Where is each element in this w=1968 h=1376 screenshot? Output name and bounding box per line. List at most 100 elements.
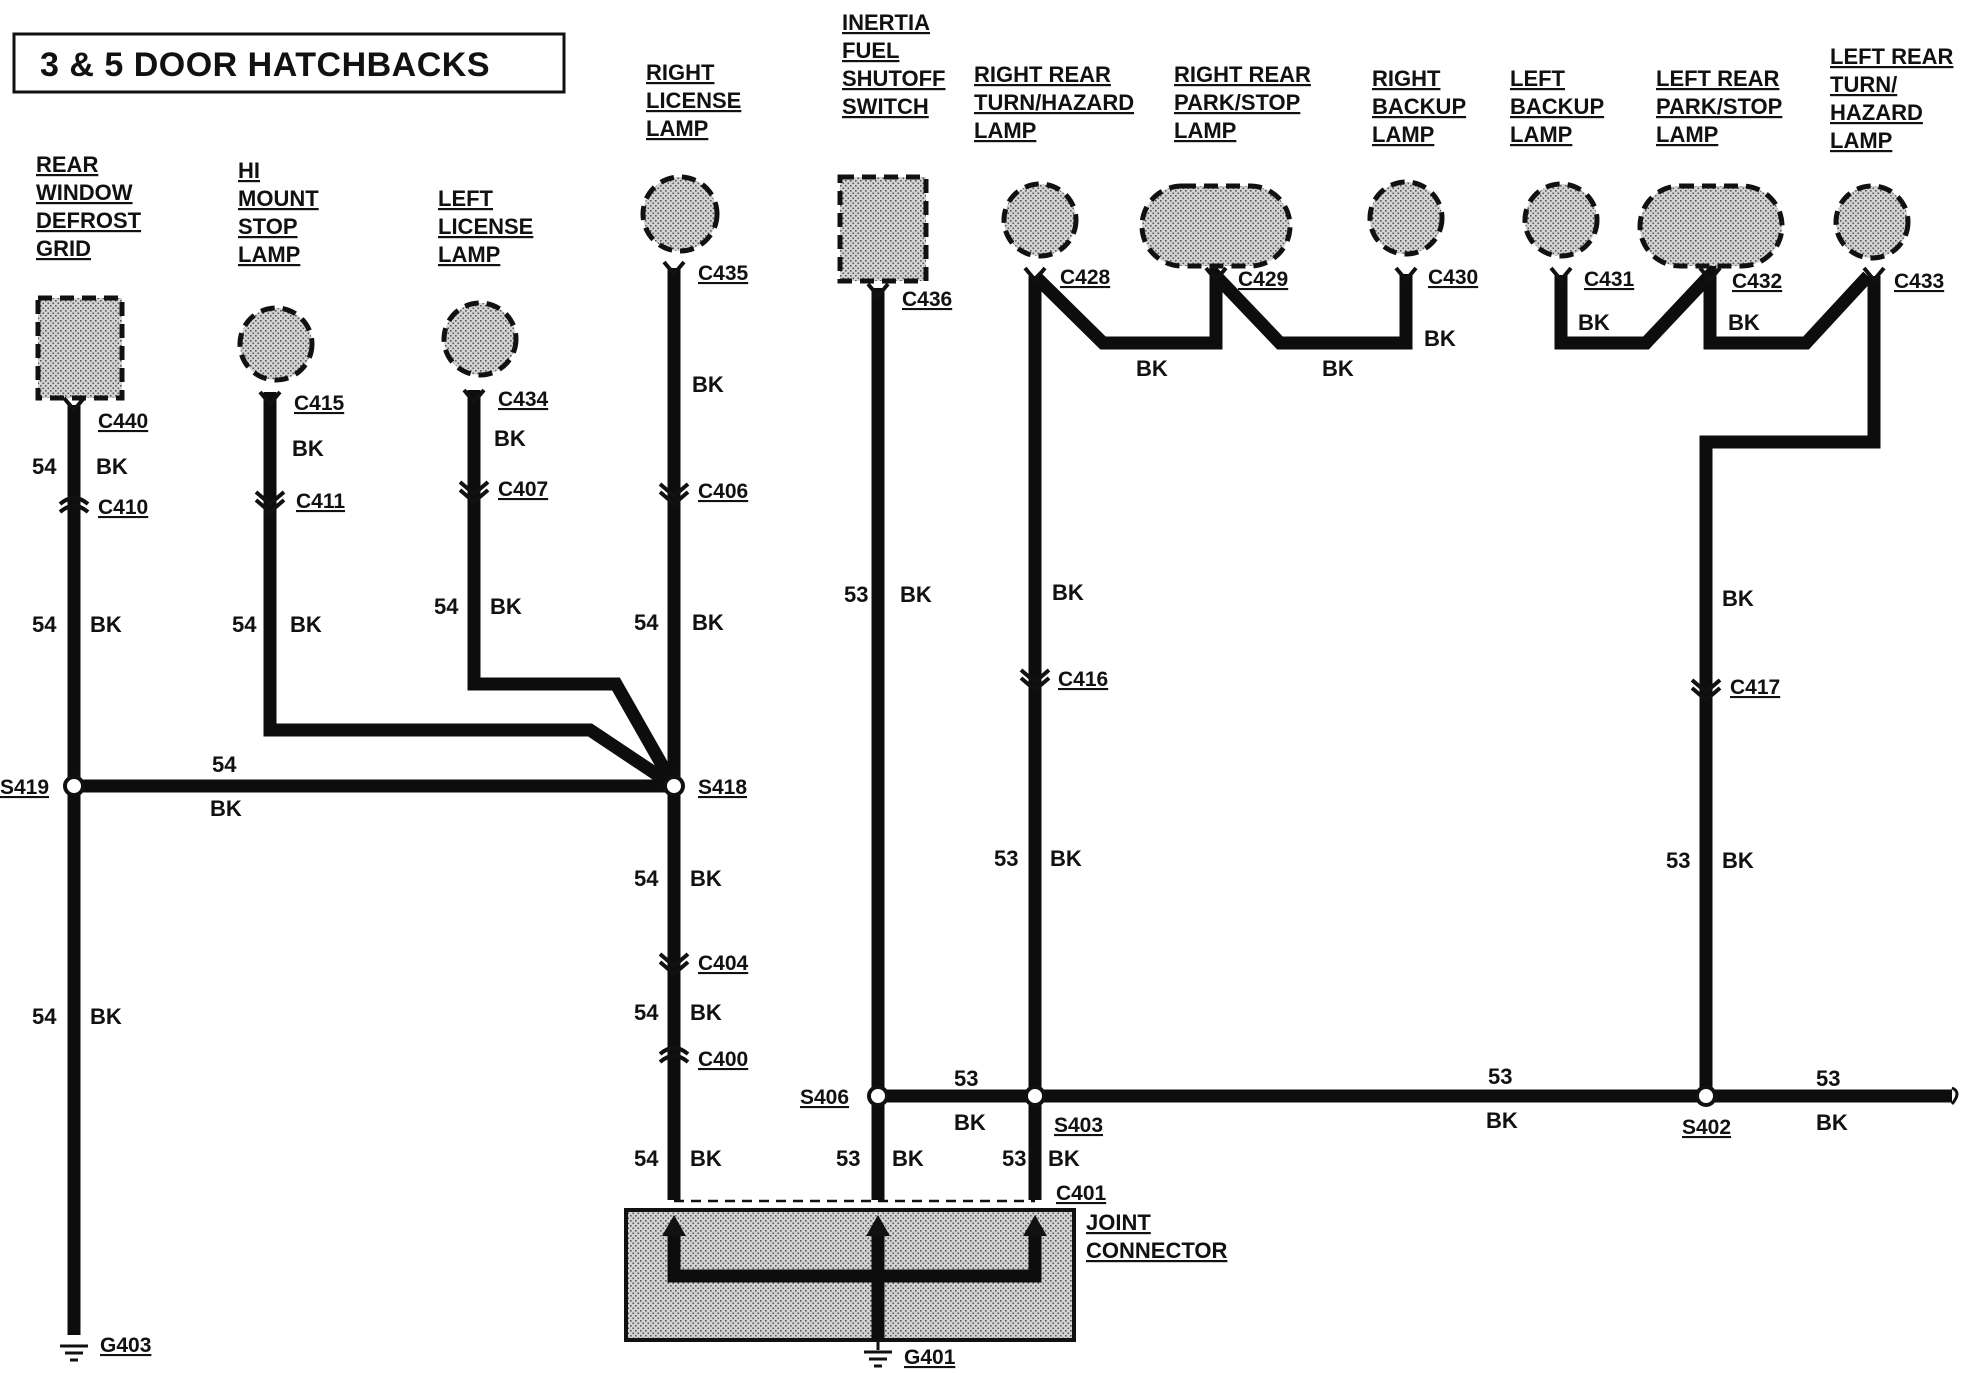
splice-labels: S419 S418 S406 S403 S402 G403 G401 xyxy=(0,776,1731,1369)
right-backup-lamp-component xyxy=(1367,179,1445,257)
wires xyxy=(67,258,1952,1335)
label-right-license-lamp-line3: LAMP xyxy=(646,116,708,141)
wire-color-label: BK xyxy=(1322,356,1354,381)
label-left-rear-park-stop-lamp-line3: LAMP xyxy=(1656,122,1718,147)
wire-left-rear-branch xyxy=(1554,258,1873,350)
title-box: 3 & 5 DOOR HATCHBACKS xyxy=(12,32,566,94)
wire-circuit-label: 53 xyxy=(1816,1066,1840,1091)
connector-c416: C416 xyxy=(1058,668,1108,691)
wire-circuit-label: 54 xyxy=(634,610,659,635)
wire-color-label: BK xyxy=(210,796,242,821)
splice-label-s419: S419 xyxy=(0,776,49,799)
right-license-lamp-component xyxy=(640,174,720,254)
wire-circuit-label: 54 xyxy=(32,1004,57,1029)
connector-c432: C432 xyxy=(1732,270,1782,293)
label-left-backup-lamp-line2: BACKUP xyxy=(1510,94,1604,119)
left-backup-lamp-component xyxy=(1522,181,1600,259)
label-right-rear-turn-lamp-line2: TURN/HAZARD xyxy=(974,90,1134,115)
inertia-switch-component xyxy=(837,174,929,284)
wire-color-label: BK xyxy=(494,426,526,451)
label-left-rear-park-stop-lamp-line1: LEFT REAR xyxy=(1656,66,1780,91)
wire-color-label: BK xyxy=(1816,1110,1848,1135)
label-left-license-lamp-line2: LICENSE xyxy=(438,214,533,239)
connector-c407: C407 xyxy=(498,478,548,501)
wire-color-label: BK xyxy=(892,1146,924,1171)
connector-c430: C430 xyxy=(1428,266,1478,289)
label-hi-mount-stop-lamp-line4: LAMP xyxy=(238,242,300,267)
label-left-backup-lamp-line1: LEFT xyxy=(1510,66,1566,91)
wire-color-label: BK xyxy=(1052,580,1084,605)
splice-s406-dot xyxy=(867,1085,889,1107)
label-left-rear-park-stop-lamp-line2: PARK/STOP xyxy=(1656,94,1782,119)
wire-circuit-label: 53 xyxy=(1002,1146,1026,1171)
ground-symbols xyxy=(60,1340,892,1368)
wire-color-label: BK xyxy=(1722,848,1754,873)
label-inertia-switch-line4: SWITCH xyxy=(842,94,929,119)
connector-c404: C404 xyxy=(698,952,749,975)
label-right-backup-lamp-line2: BACKUP xyxy=(1372,94,1466,119)
wire-right-rear-branch xyxy=(1030,259,1413,350)
label-left-license-lamp-line1: LEFT xyxy=(438,186,494,211)
label-right-rear-turn-lamp-line1: RIGHT REAR xyxy=(974,62,1111,87)
wire-circuit-label: 53 xyxy=(954,1066,978,1091)
wire-circuit-label: 54 xyxy=(634,1000,659,1025)
connector-c440: C440 xyxy=(98,410,148,433)
wire-color-label: BK xyxy=(1722,586,1754,611)
wire-color-label: BK xyxy=(692,610,724,635)
label-right-license-lamp-line1: RIGHT xyxy=(646,60,715,85)
wire-color-label: BK xyxy=(96,454,128,479)
connector-c428: C428 xyxy=(1060,266,1111,289)
label-left-rear-turn-lamp-line4: LAMP xyxy=(1830,128,1892,153)
splice-label-s402: S402 xyxy=(1682,1116,1731,1139)
connector-c406: C406 xyxy=(698,480,748,503)
label-joint-connector-line2: CONNECTOR xyxy=(1086,1238,1227,1263)
wire-labels: 54 BK 54 BK 54 BK 54 BK BK 54 BK BK 54 B… xyxy=(32,310,1848,1171)
label-right-rear-turn-lamp-line3: LAMP xyxy=(974,118,1036,143)
label-inertia-switch-line2: FUEL xyxy=(842,38,899,63)
wire-color-label: BK xyxy=(1486,1108,1518,1133)
wire-color-label: BK xyxy=(490,594,522,619)
splice-s418-dot xyxy=(663,775,685,797)
wire-color-label: BK xyxy=(1136,356,1168,381)
hi-mount-stop-lamp-component xyxy=(237,305,315,383)
wire-circuit-label: 53 xyxy=(994,846,1018,871)
wire-color-label: BK xyxy=(1048,1146,1080,1171)
connector-c401: C401 xyxy=(1056,1182,1107,1205)
connector-labels: C440 C410 C415 C411 C434 C407 C435 C406 … xyxy=(98,262,1944,1205)
wire-circuit-label: 54 xyxy=(232,612,257,637)
wire-color-label: BK xyxy=(1728,310,1760,335)
wire-color-label: BK xyxy=(1050,846,1082,871)
splice-label-s403: S403 xyxy=(1054,1114,1103,1137)
wire-circuit-label: 53 xyxy=(1488,1064,1512,1089)
wire-circuit-label: 54 xyxy=(634,866,659,891)
wire-circuit-label: 53 xyxy=(836,1146,860,1171)
label-inertia-switch-line3: SHUTOFF xyxy=(842,66,945,91)
label-hi-mount-stop-lamp-line1: HI xyxy=(238,158,260,183)
ground-label-g403: G403 xyxy=(100,1334,151,1357)
splice-s402-dot xyxy=(1695,1085,1717,1107)
label-rear-window-defrost-grid-line3: DEFROST xyxy=(36,208,142,233)
wire-color-label: BK xyxy=(692,372,724,397)
label-right-rear-park-stop-lamp-line3: LAMP xyxy=(1174,118,1236,143)
wire-color-label: BK xyxy=(900,582,932,607)
label-right-backup-lamp-line3: LAMP xyxy=(1372,122,1434,147)
rear-window-defrost-grid-component xyxy=(35,295,125,401)
wire-hi-mount xyxy=(263,392,678,792)
label-hi-mount-stop-lamp-line2: MOUNT xyxy=(238,186,319,211)
wire-circuit-label: 54 xyxy=(434,594,459,619)
connector-c400: C400 xyxy=(698,1048,748,1071)
joint-connector xyxy=(624,1208,1076,1342)
right-rear-park-stop-lamp-component xyxy=(1139,183,1293,269)
connector-c433: C433 xyxy=(1894,270,1944,293)
connector-c429: C429 xyxy=(1238,268,1288,291)
wire-color-label: BK xyxy=(954,1110,986,1135)
connector-c410: C410 xyxy=(98,496,148,519)
wire-continuation-mark xyxy=(1950,1086,1959,1105)
label-left-license-lamp-line3: LAMP xyxy=(438,242,500,267)
connector-c435: C435 xyxy=(698,262,749,285)
label-left-rear-turn-lamp-line2: TURN/ xyxy=(1830,72,1897,97)
right-rear-turn-lamp-component xyxy=(1001,181,1079,259)
label-joint-connector-line1: JOINT xyxy=(1086,1210,1151,1235)
left-rear-turn-lamp-component xyxy=(1833,183,1911,261)
